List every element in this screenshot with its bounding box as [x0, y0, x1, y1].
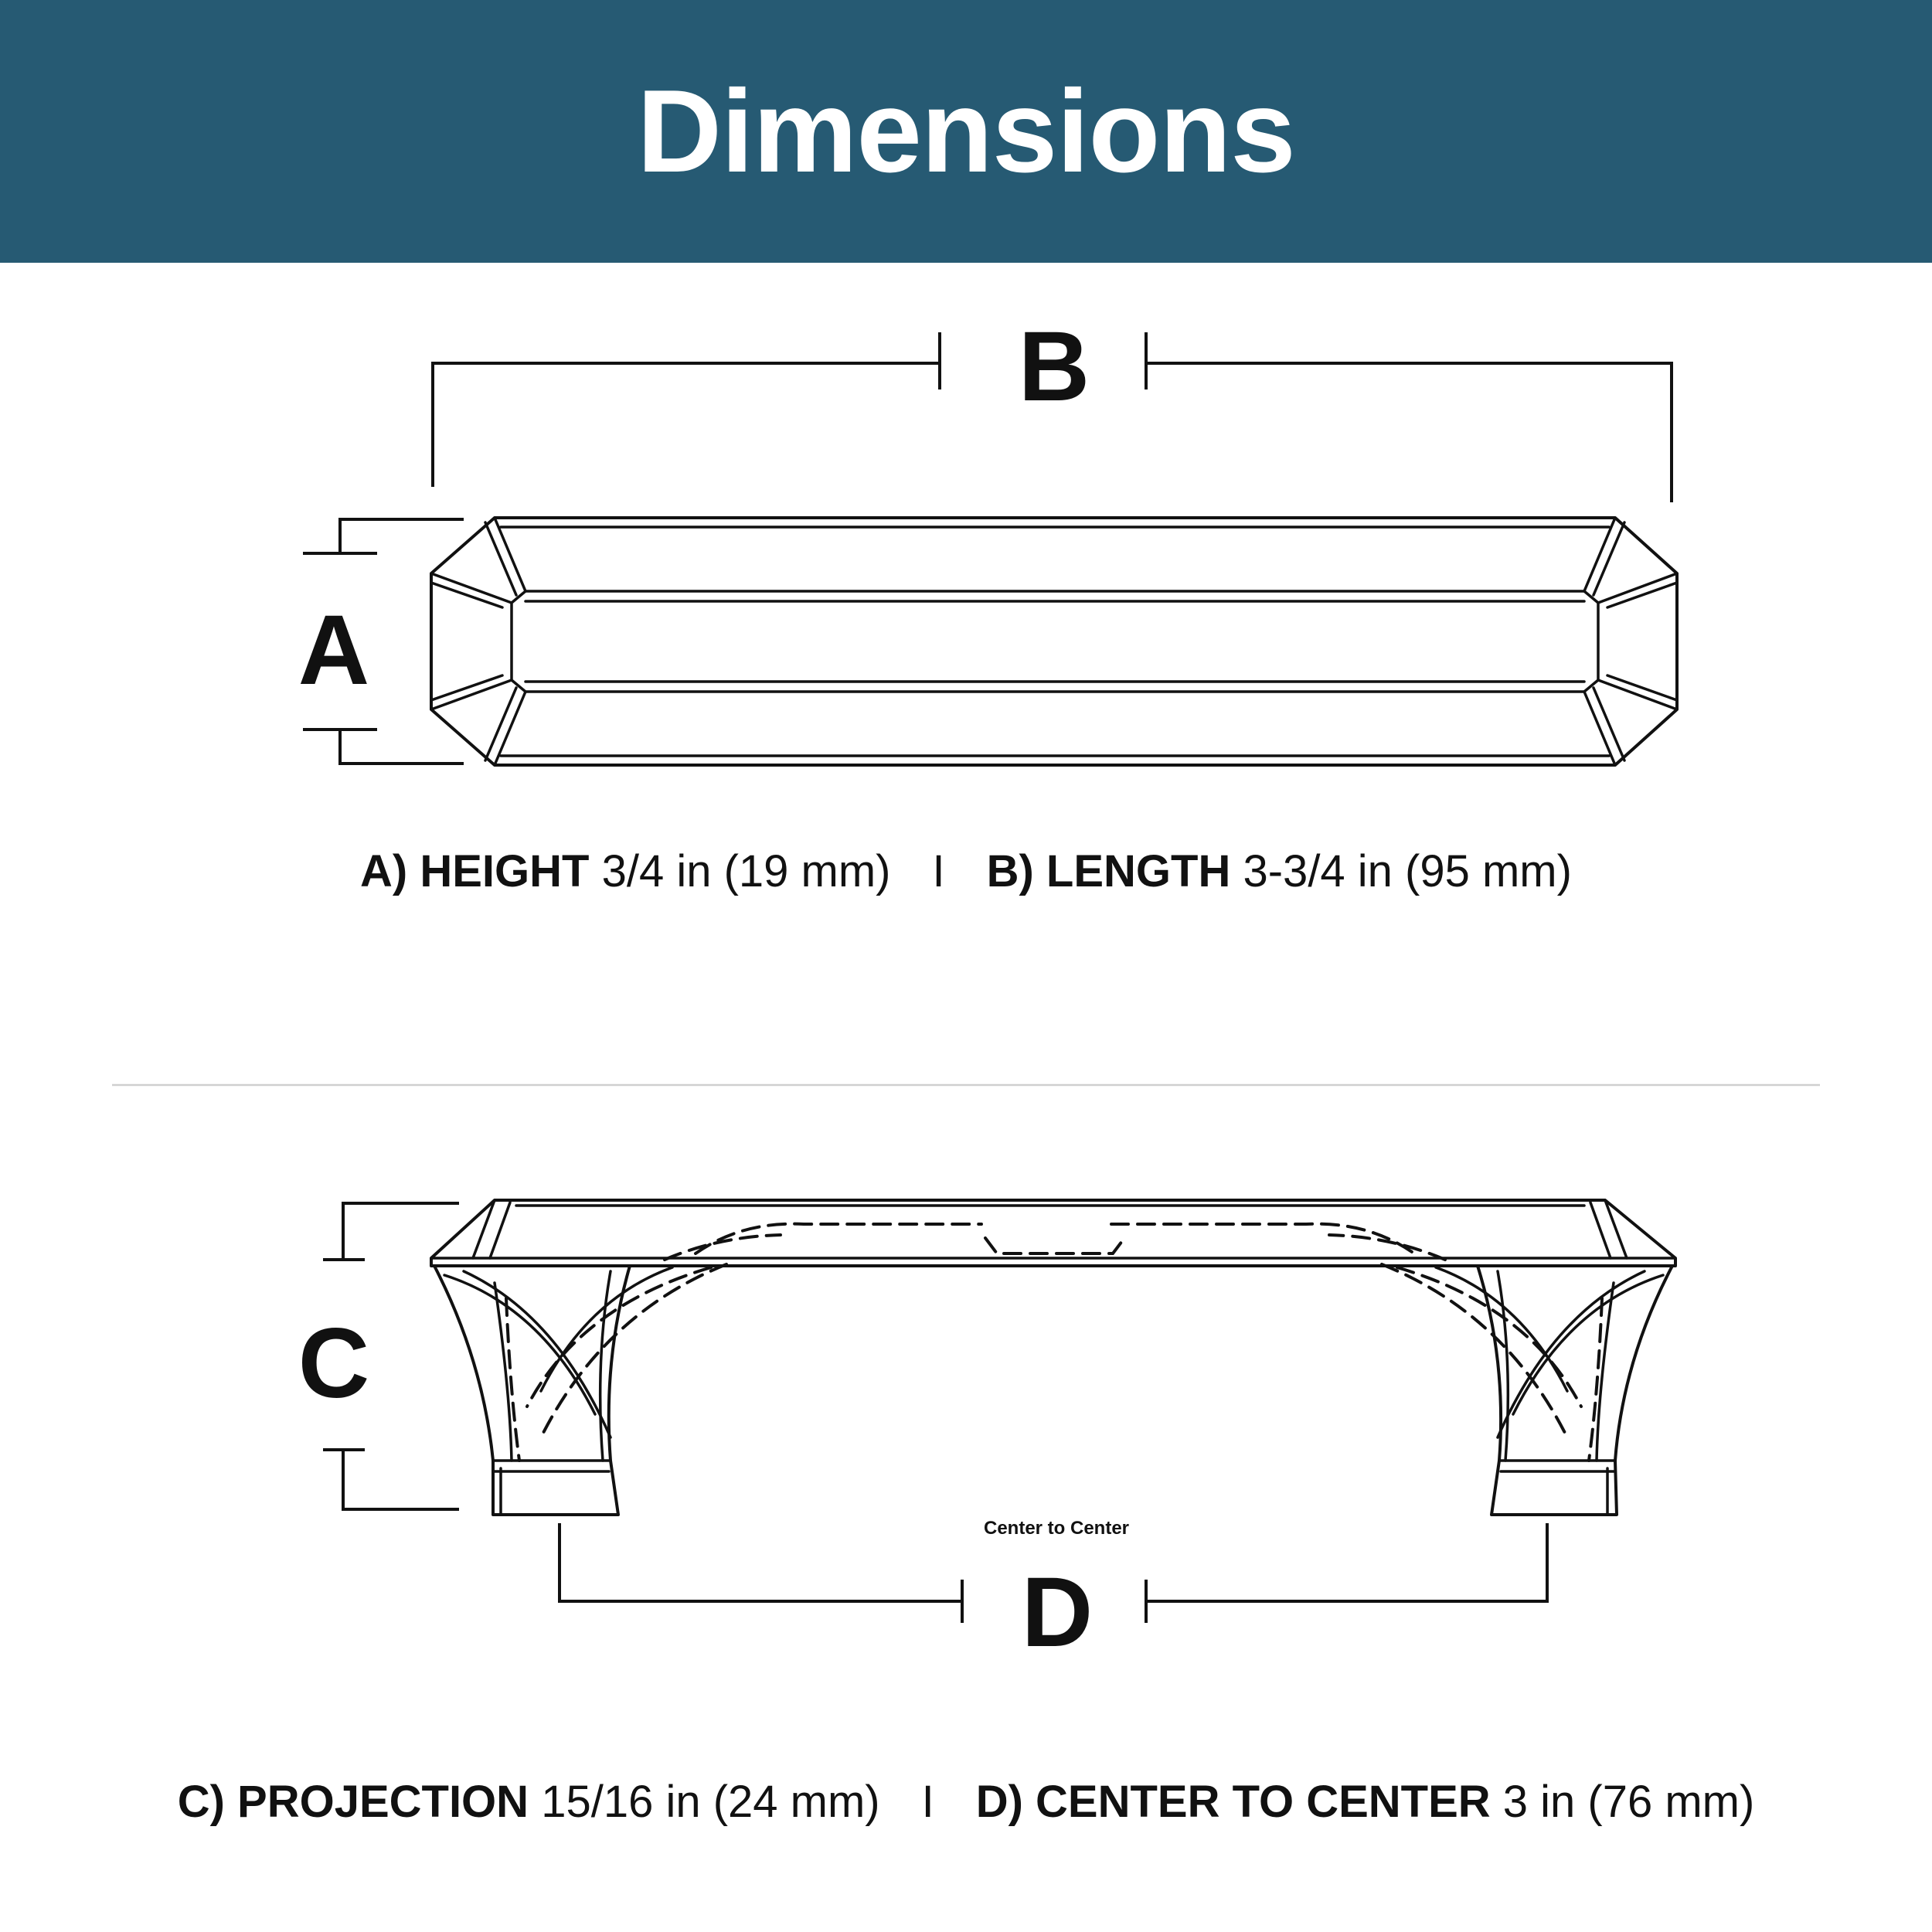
- dimension-c: C: [298, 1202, 459, 1511]
- dimension-b: B: [431, 311, 1673, 502]
- center-to-center-label: D) CENTER TO CENTER: [975, 1777, 1491, 1827]
- dimension-label-d: D: [1022, 1557, 1093, 1668]
- page-title: Dimensions: [637, 65, 1296, 197]
- dimension-label-b: B: [1019, 311, 1090, 422]
- spec-separator: I: [921, 1777, 934, 1827]
- length-value: 3-3/4 in (95 mm): [1243, 846, 1572, 896]
- length-label: B) LENGTH: [986, 846, 1231, 896]
- dimension-a: A: [298, 518, 464, 765]
- projection-value: 15/16 in (24 mm): [541, 1777, 880, 1827]
- side-view-handle: [430, 1199, 1677, 1516]
- spec-separator: I: [932, 846, 945, 896]
- center-to-center-value: 3 in (76 mm): [1502, 1777, 1755, 1827]
- dimension-label-a: A: [298, 595, 369, 706]
- header-banner: Dimensions: [0, 0, 1932, 263]
- top-view-handle: [430, 516, 1679, 767]
- height-label: A) HEIGHT: [360, 846, 590, 896]
- center-to-center-note: Center to Center: [984, 1518, 1129, 1539]
- projection-label: C) PROJECTION: [177, 1777, 529, 1827]
- dimension-label-c: C: [298, 1308, 369, 1419]
- spec-line-bottom: C) PROJECTION 15/16 in (24 mm) I D) CENTER…: [0, 1776, 1932, 1828]
- dimension-d: D Center to Center: [558, 1518, 1549, 1668]
- spec-line-top: A) HEIGHT 3/4 in (19 mm) I B) LENGTH 3-3/4…: [0, 845, 1932, 897]
- height-value: 3/4 in (19 mm): [601, 846, 891, 896]
